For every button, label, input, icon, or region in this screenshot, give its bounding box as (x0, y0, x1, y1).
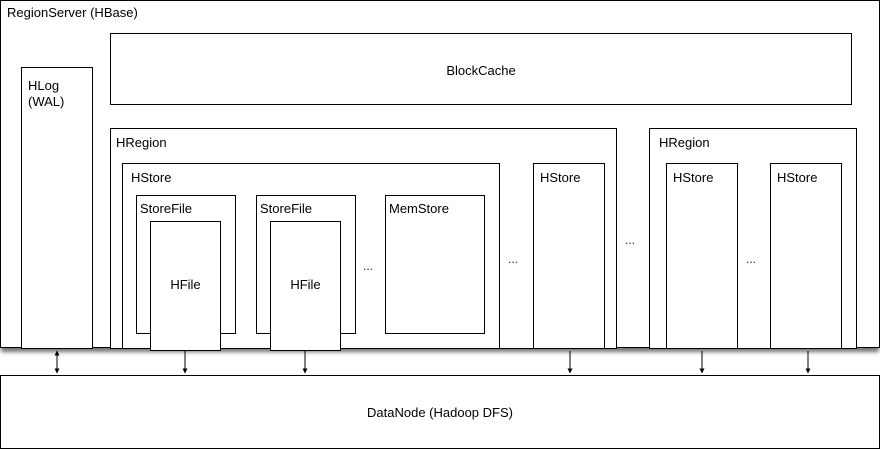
block-cache-box: BlockCache (110, 33, 852, 105)
hstore-label: HStore (540, 170, 581, 185)
datanode-box: DataNode (Hadoop DFS) (0, 375, 880, 449)
hlog-label-line1: HLog (28, 78, 60, 93)
hstore-box: HStore (770, 163, 842, 349)
hregion-ellipsis: ... (625, 233, 636, 247)
hstore-label: HStore (673, 170, 714, 185)
memstore-box: MemStore (385, 195, 485, 334)
hfile-label: HFile (170, 277, 201, 292)
region-server-label: RegionServer (HBase) (7, 5, 138, 20)
hstore-ellipsis: ... (746, 252, 757, 266)
hstore-label: HStore (777, 170, 818, 185)
storefile-label: StoreFile (260, 201, 313, 216)
hregion-label: HRegion (116, 135, 167, 150)
storefile-label: StoreFile (140, 201, 193, 216)
hfile-box: HFile (270, 221, 341, 351)
memstore-label: MemStore (389, 201, 449, 216)
datanode-label: DataNode (Hadoop DFS) (367, 405, 513, 420)
hfile-box: HFile (150, 221, 221, 351)
block-cache-label: BlockCache (446, 63, 516, 78)
hstore-box: HStore (666, 163, 738, 349)
hstore-box: HStore (533, 163, 605, 349)
hfile-label: HFile (290, 277, 321, 292)
hregion-label: HRegion (659, 135, 710, 150)
hlog-label-line2: (WAL) (28, 94, 65, 109)
hstore-ellipsis: ... (508, 252, 519, 266)
hlog-box: HLog (WAL) (21, 67, 93, 349)
storefile-ellipsis: ... (363, 259, 374, 273)
hstore-label: HStore (131, 170, 172, 185)
